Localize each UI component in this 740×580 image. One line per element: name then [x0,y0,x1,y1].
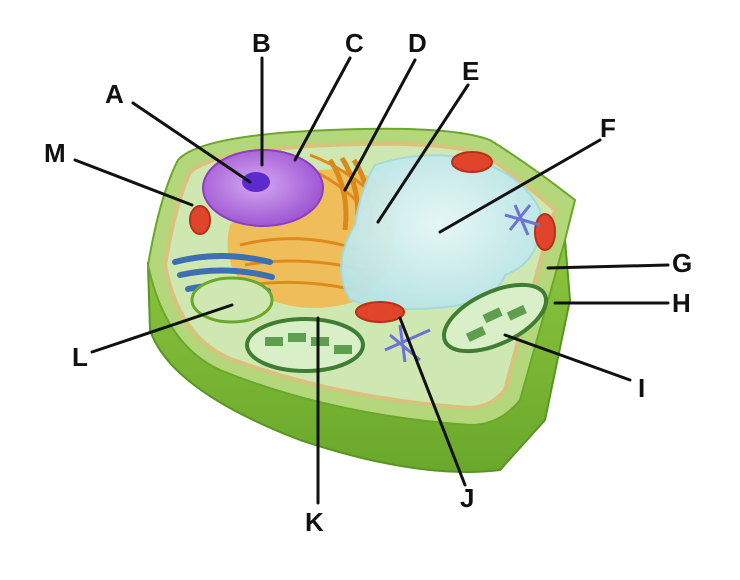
label-H: H [672,288,691,318]
leader-J [398,316,467,487]
label-I: I [638,373,645,403]
mitochondria [189,151,556,323]
labels: A B C D E F G H I J K L M [44,28,692,537]
nucleolus [242,172,270,192]
chloroplast-right [441,282,549,354]
label-B: B [252,28,271,58]
label-M: M [44,138,66,168]
leader-E [376,83,470,224]
chloroplast-bottom-left [245,317,365,373]
label-A: A [105,79,124,109]
leader-C [293,56,352,162]
leader-D [343,58,417,192]
leader-G [546,263,670,270]
leader-M [73,158,194,207]
label-F: F [600,113,616,143]
leader-I [503,333,632,382]
leader-lines [73,56,670,505]
label-K: K [305,507,324,537]
leader-A [131,101,252,184]
leader-F [438,138,602,234]
label-G: G [672,248,692,278]
label-J: J [460,483,474,513]
label-L: L [72,342,88,372]
label-C: C [345,28,364,58]
label-D: D [408,28,427,58]
label-E: E [462,56,479,86]
leader-L [90,303,234,354]
